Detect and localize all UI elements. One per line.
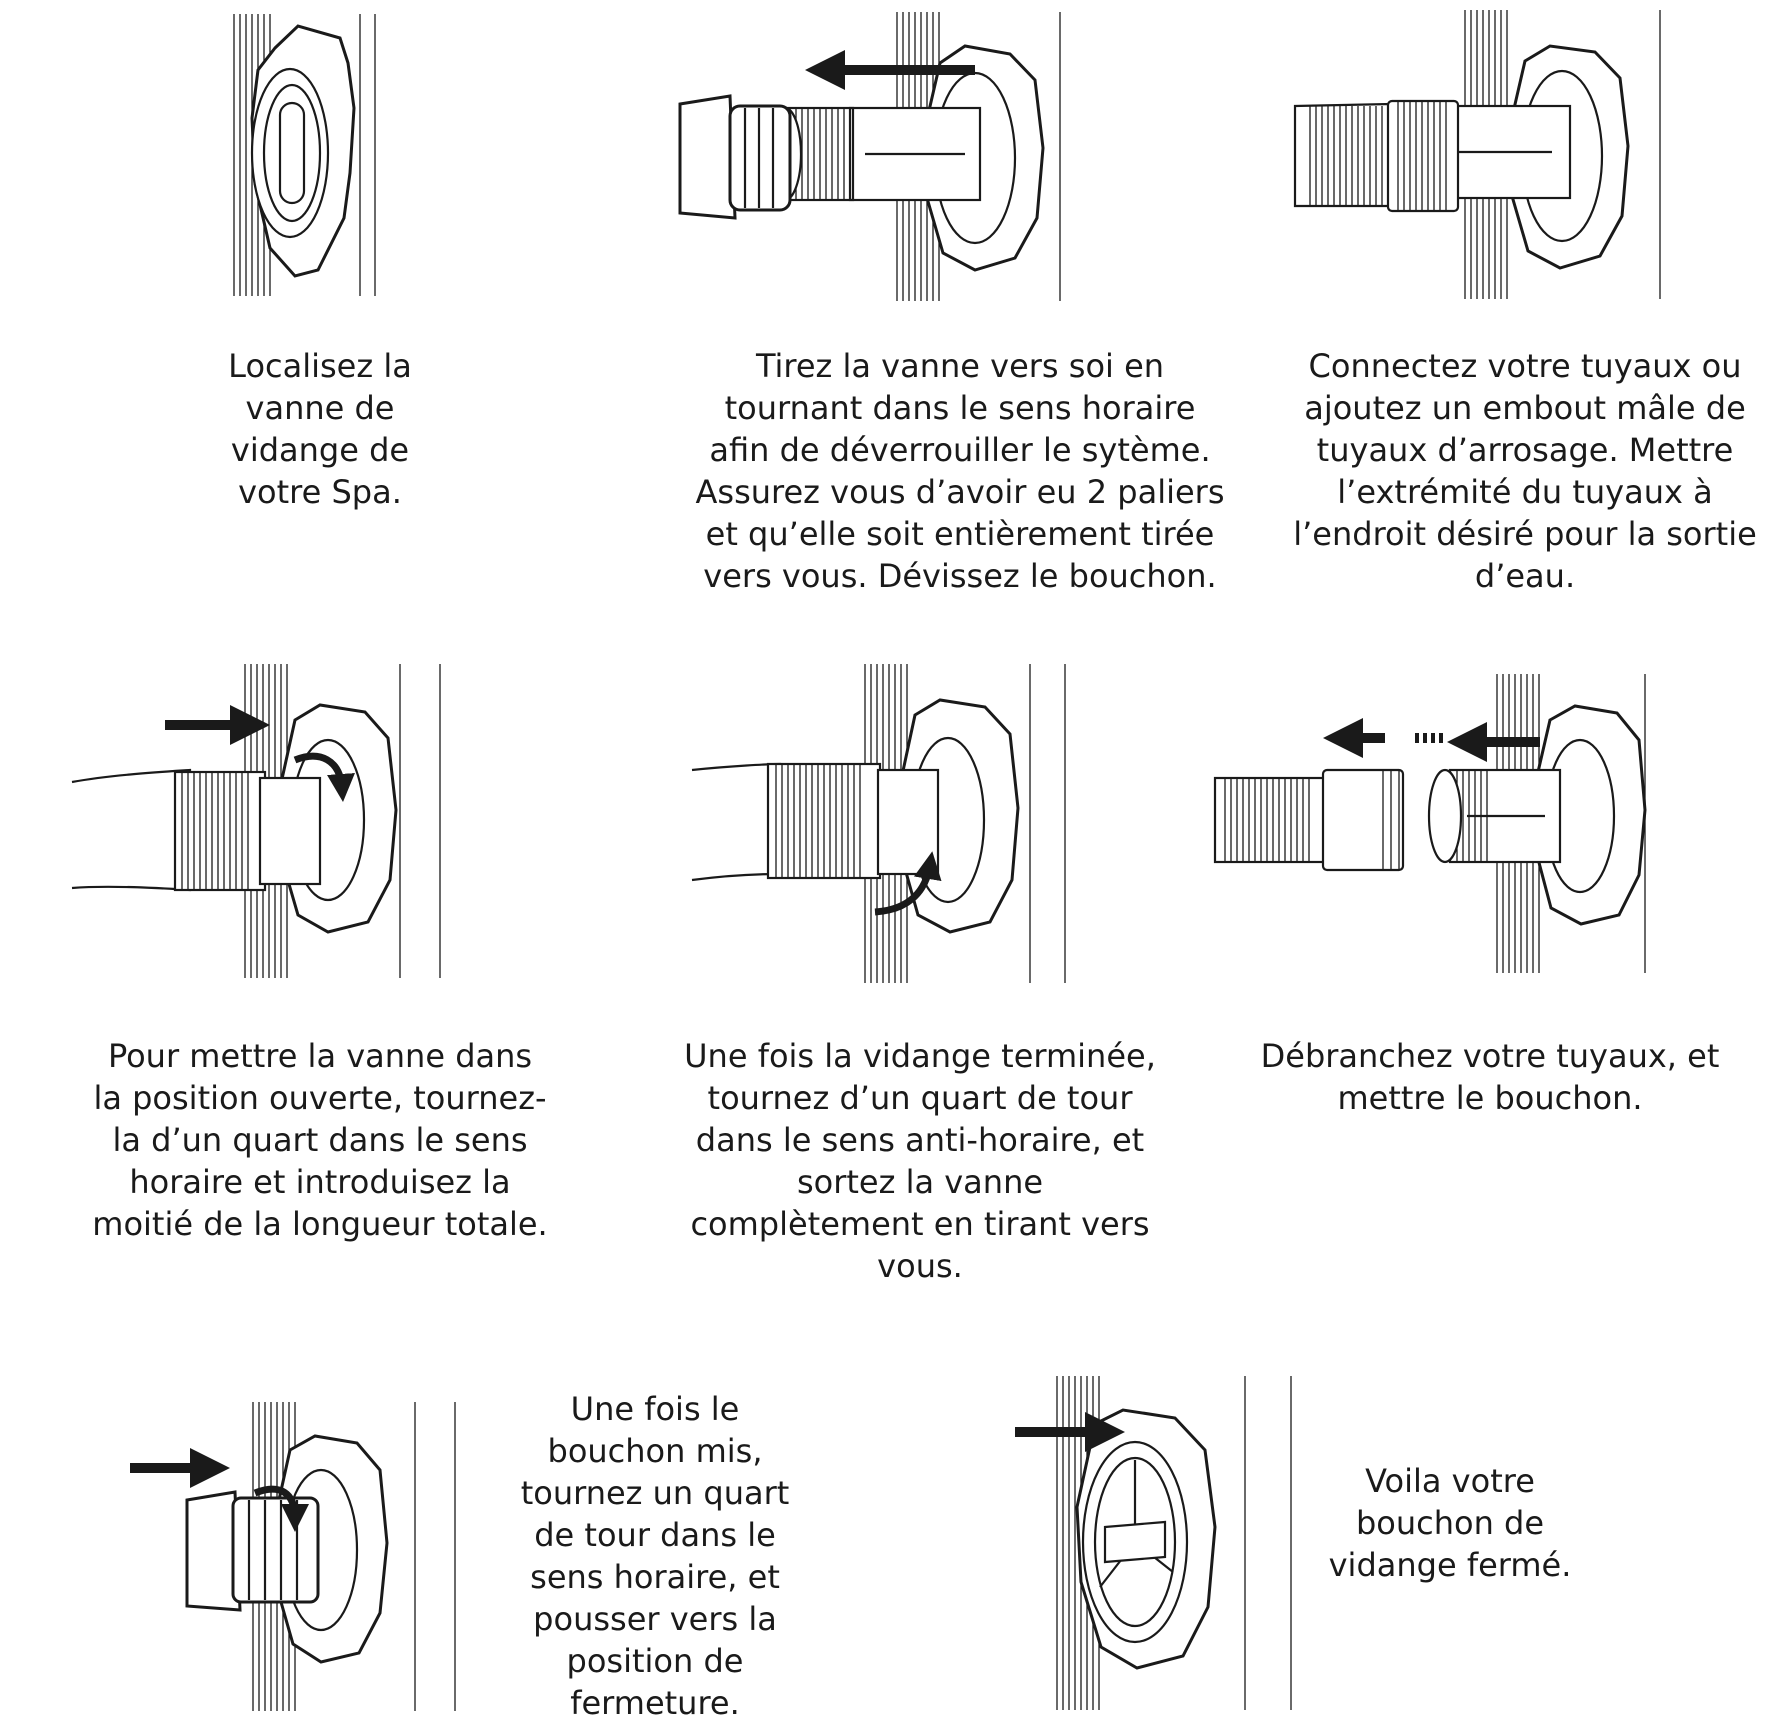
step-4-caption: Pour mettre la vanne dans la position ou…: [92, 1037, 548, 1243]
step-7-illustration: [130, 1402, 456, 1711]
step-1-illustration: [233, 14, 376, 296]
step-4-illustration: [71, 664, 441, 978]
step-3-caption: Connectez votre tuyaux ou ajoutez un emb…: [1293, 347, 1757, 595]
step-6-caption: Débranchez votre tuyaux, et mettre le bo…: [1260, 1037, 1720, 1117]
step-5-caption: Une fois la vidange terminée, tournez d’…: [684, 1037, 1156, 1285]
step-8-caption: Voila votre bouchon de vidange fermé.: [1328, 1462, 1572, 1584]
step-5-illustration: [691, 664, 1066, 983]
step-6-illustration: [1213, 674, 1647, 973]
step-7-caption: Une fois le bouchon mis, tournez un quar…: [520, 1390, 790, 1722]
step-1-caption: Localisez la vanne de vidange de votre S…: [228, 347, 412, 511]
step-2-caption: Tirez la vanne vers soi en tournant dans…: [695, 347, 1225, 595]
step-3-illustration: [1293, 10, 1661, 299]
step-2-illustration: [678, 12, 1061, 301]
step-8-illustration: [1015, 1376, 1292, 1710]
